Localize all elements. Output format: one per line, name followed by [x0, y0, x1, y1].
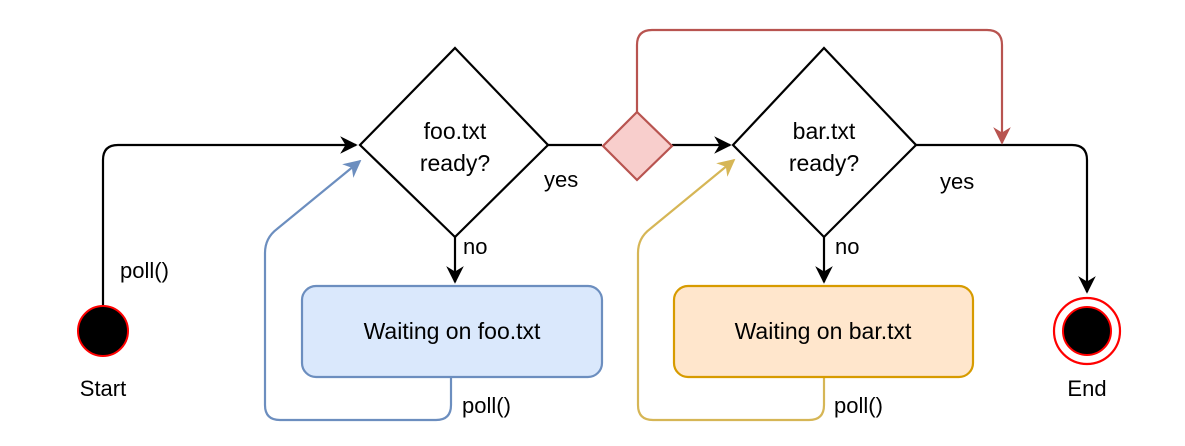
edge-junction-bypass — [635, 28, 1011, 145]
edge-label-bar-wait-poll: poll() — [834, 393, 883, 418]
edge-label-start-poll: poll() — [120, 258, 169, 283]
edge-bar-wait-poll-loop — [636, 158, 826, 422]
edge-bar-yes — [916, 143, 1096, 294]
edge-label-bar-no: no — [835, 234, 859, 259]
edge-label-foo-wait-poll: poll() — [462, 393, 511, 418]
foo-wait-label: Waiting on foo.txt — [364, 318, 541, 344]
edge-start-to-foo-decision — [101, 136, 358, 305]
edge-label-foo-no: no — [463, 234, 487, 259]
bar-decision-label-line1: bar.txt — [793, 118, 856, 144]
edge-label-bar-yes: yes — [940, 169, 974, 194]
end-node — [1062, 306, 1112, 356]
bar-decision-label-line2: ready? — [789, 150, 859, 176]
junction-diamond — [601, 110, 674, 182]
start-node — [77, 305, 129, 357]
foo-decision-label-line2: ready? — [420, 150, 490, 176]
start-node-label: Start — [80, 376, 126, 401]
edge-label-foo-yes: yes — [544, 167, 578, 192]
bar-wait-box — [672, 284, 975, 379]
foo-decision-label-line1: foo.txt — [424, 118, 487, 144]
bar-decision-diamond — [731, 46, 918, 239]
foo-wait-box — [300, 284, 604, 379]
foo-decision-diamond — [358, 46, 550, 239]
edge-foo-wait-poll-loop — [263, 159, 453, 422]
end-node-label: End — [1067, 376, 1106, 401]
bar-wait-label: Waiting on bar.txt — [735, 318, 912, 344]
